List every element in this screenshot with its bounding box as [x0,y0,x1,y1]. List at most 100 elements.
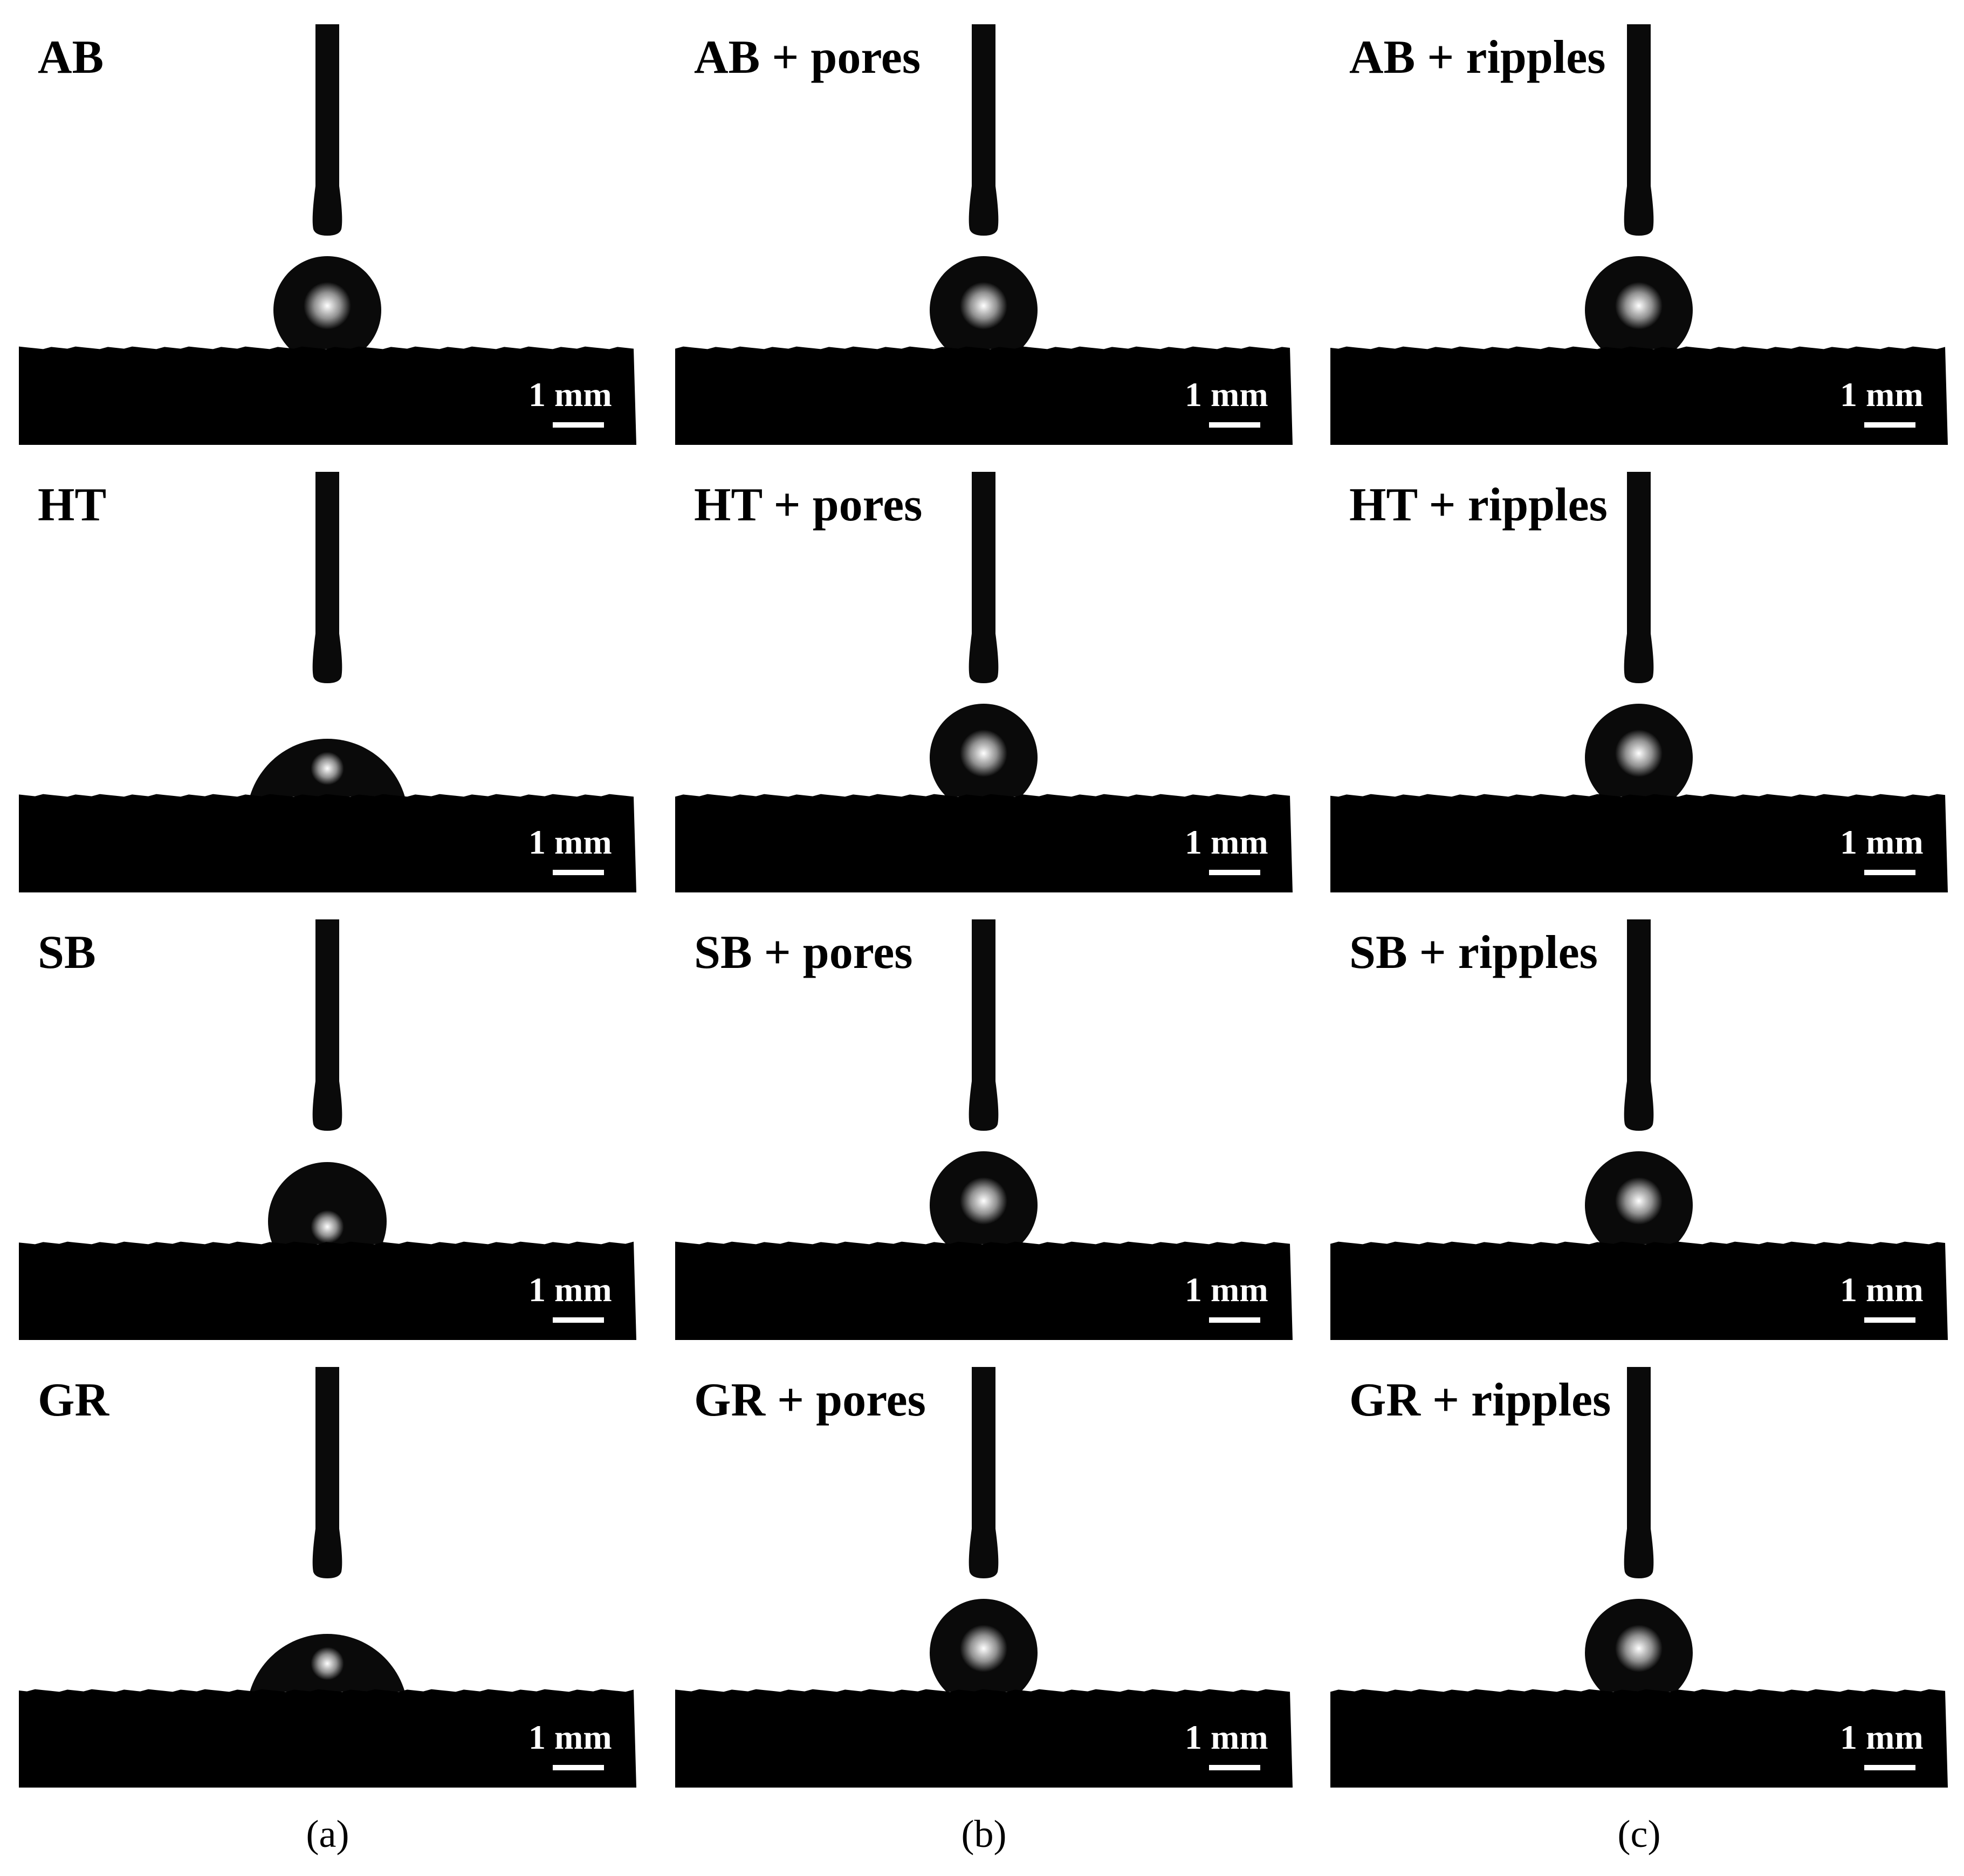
scale-bar [553,1765,604,1770]
needle-shape [969,472,999,683]
panel-label: AB + ripples [1349,31,1606,84]
panel-sb: SB 1 mm [19,919,636,1340]
substrate-shape [675,794,1293,892]
panel-gr-ripples: GR + ripples 1 mm [1330,1367,1948,1788]
droplet-image [675,1367,1293,1788]
droplet-shape [930,704,1038,796]
substrate-shape [19,794,636,892]
scale-bar-label: 1 mm [528,823,612,861]
substrate-shape [675,1689,1293,1788]
substrate-shape [1330,346,1948,445]
panel-gr-pores: GR + pores 1 mm [675,1367,1293,1788]
panel-label: HT + ripples [1349,479,1608,531]
substrate-shape [675,1241,1293,1340]
needle-shape [1624,1367,1654,1578]
panel-ht-ripples: HT + ripples 1 mm [1330,472,1948,892]
scale-bar [1864,1317,1915,1323]
column-label-a: (a) [306,1812,349,1856]
panel-gr: GR 1 mm [19,1367,636,1788]
column-label-b: (b) [961,1812,1007,1856]
scale-bar [1209,1317,1260,1323]
panel-label: HT + pores [694,479,923,531]
droplet-shape [930,1151,1038,1244]
scale-bar [553,1317,604,1323]
panel-label: GR [38,1374,109,1426]
scale-bar-label: 1 mm [1185,1718,1268,1756]
droplet-image [19,1367,636,1788]
droplet-shape [1585,704,1693,796]
substrate-shape [19,346,636,445]
droplet-image [19,472,636,892]
droplet-image [1330,919,1948,1340]
panel-ab-pores: AB + pores 1 mm [675,24,1293,445]
scale-bar-label: 1 mm [1185,375,1268,414]
droplet-shape [250,739,405,796]
droplet-image [1330,472,1948,892]
substrate-shape [1330,794,1948,892]
panel-ab: AB 1 mm [19,24,636,445]
scale-bar [1209,870,1260,875]
scale-bar-label: 1 mm [528,1718,612,1756]
panel-sb-pores: SB + pores 1 mm [675,919,1293,1340]
scale-bar [1864,422,1915,428]
column-label-c: (c) [1617,1812,1661,1856]
scale-bar-label: 1 mm [1840,375,1924,414]
needle-shape [1624,24,1654,236]
panel-ab-ripples: AB + ripples 1 mm [1330,24,1948,445]
substrate-shape [19,1241,636,1340]
droplet-image [675,472,1293,892]
scale-bar [1864,1765,1915,1770]
panel-label: SB + ripples [1349,926,1598,979]
substrate-shape [675,346,1293,445]
needle-shape [312,919,342,1131]
droplet-shape [250,1634,405,1692]
substrate-shape [1330,1689,1948,1788]
scale-bar [1864,870,1915,875]
panel-label: SB + pores [694,926,913,979]
droplet-image [19,919,636,1340]
scale-bar-label: 1 mm [1840,823,1924,861]
panel-sb-ripples: SB + ripples 1 mm [1330,919,1948,1340]
substrate-shape [19,1689,636,1788]
droplet-shape [273,256,381,349]
panel-label: HT [38,479,107,531]
droplet-shape [268,1162,387,1244]
scale-bar-label: 1 mm [528,1270,612,1309]
panel-ht: HT 1 mm [19,472,636,892]
needle-shape [969,24,999,236]
scale-bar-label: 1 mm [1840,1718,1924,1756]
droplet-image [19,24,636,445]
droplet-image [1330,24,1948,445]
needle-shape [312,1367,342,1578]
needle-shape [312,24,342,236]
panel-ht-pores: HT + pores 1 mm [675,472,1293,892]
scale-bar-label: 1 mm [1185,1270,1268,1309]
substrate-shape [1330,1241,1948,1340]
panel-label: AB [38,31,104,84]
needle-shape [1624,919,1654,1131]
scale-bar [553,422,604,428]
scale-bar [553,870,604,875]
panel-label: GR + pores [694,1374,926,1426]
scale-bar [1209,1765,1260,1770]
droplet-image [675,919,1293,1340]
needle-shape [969,1367,999,1578]
droplet-image [1330,1367,1948,1788]
scale-bar [1209,422,1260,428]
scale-bar-label: 1 mm [528,375,612,414]
needle-shape [1624,472,1654,683]
needle-shape [312,472,342,683]
scale-bar-label: 1 mm [1840,1270,1924,1309]
needle-shape [969,919,999,1131]
droplet-shape [930,256,1038,349]
panel-label: AB + pores [694,31,921,84]
panel-label: GR + ripples [1349,1374,1611,1426]
scale-bar-label: 1 mm [1185,823,1268,861]
droplet-shape [1585,1151,1693,1244]
panel-label: SB [38,926,96,979]
droplet-shape [1585,256,1693,349]
droplet-shape [1585,1599,1693,1692]
droplet-image [675,24,1293,445]
droplet-shape [930,1599,1038,1692]
